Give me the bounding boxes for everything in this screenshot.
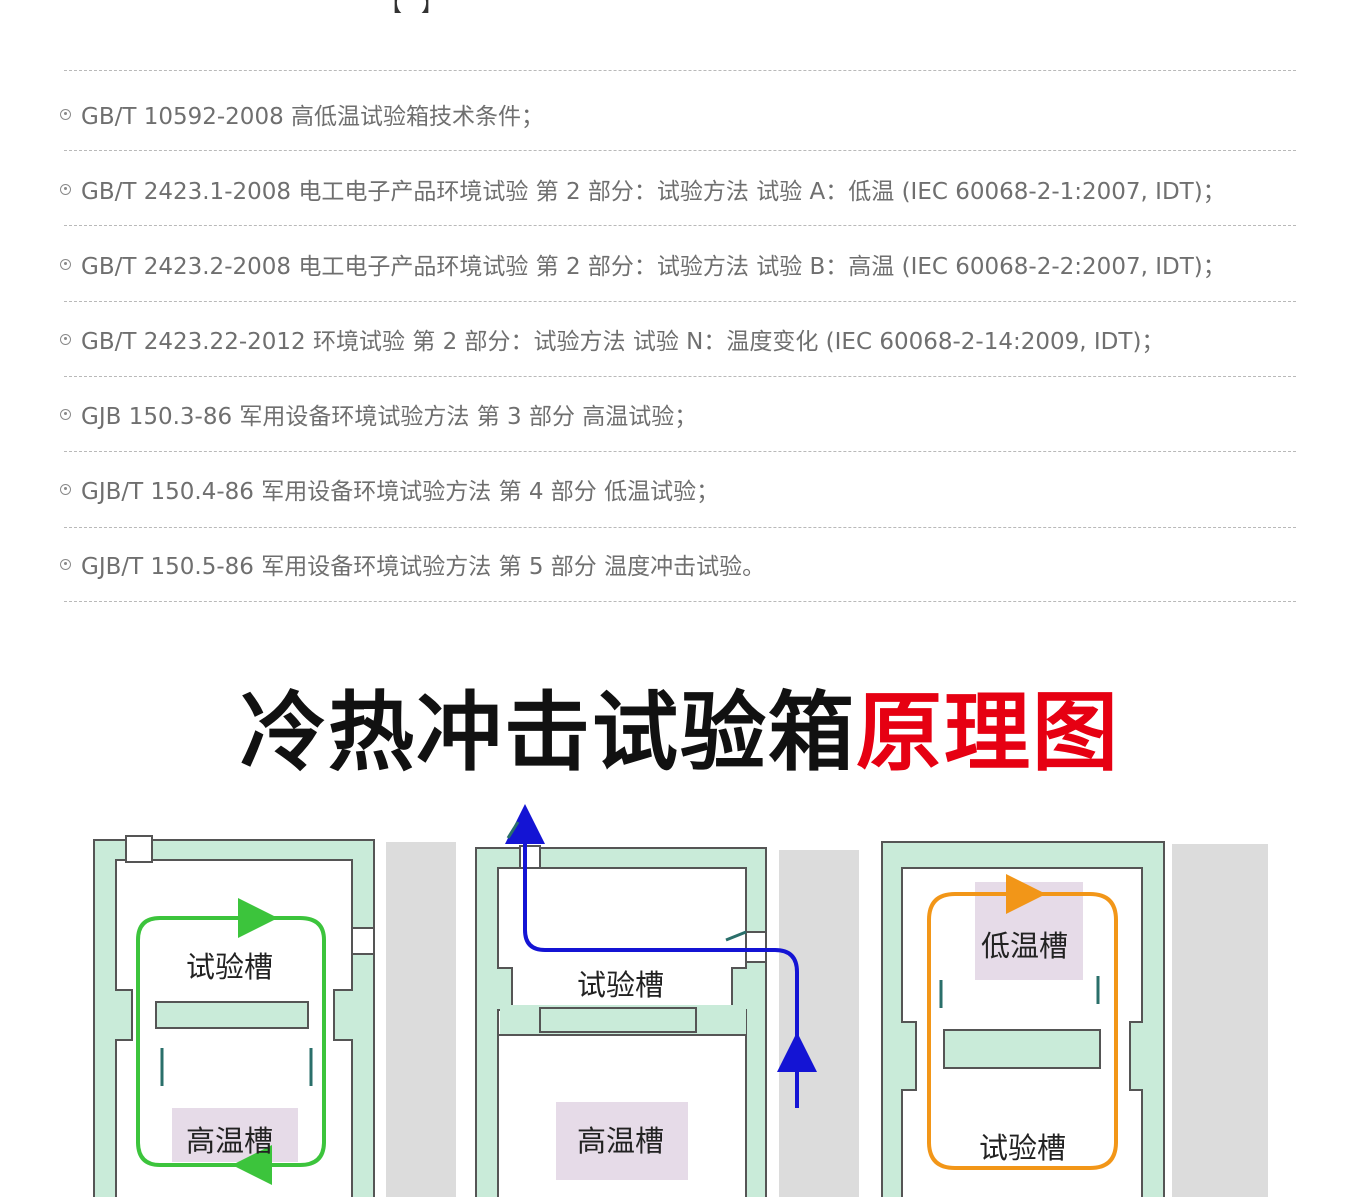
principle-diagram: 试验槽 高温槽 试验槽 高温槽 低温槽 试验槽	[0, 790, 1360, 1197]
orange-flow	[927, 892, 1118, 1170]
divider	[64, 376, 1296, 377]
panel2-upper-label: 试验槽	[577, 968, 665, 1002]
heading-black-part: 冷热冲击试验箱	[240, 683, 856, 783]
damper	[725, 930, 747, 942]
standard-item: GJB 150.3-86 军用设备环境试验方法 第 3 部分 高温试验；	[60, 394, 697, 434]
standard-text: GJB 150.3-86 军用设备环境试验方法 第 3 部分 高温试验；	[81, 404, 698, 430]
side-bar	[779, 850, 859, 1197]
panel-3	[881, 841, 1165, 1197]
standard-text: GB/T 2423.2-2008 电工电子产品环境试验 第 2 部分：试验方法 …	[81, 254, 1226, 280]
heading-red-part: 原理图	[856, 683, 1120, 783]
top-vent	[125, 835, 153, 863]
bullet-icon	[60, 483, 71, 495]
section-heading: 冷热冲击试验箱原理图	[0, 678, 1360, 788]
divider	[64, 451, 1296, 452]
divider	[64, 527, 1296, 528]
standard-text: GJB/T 150.5-86 军用设备环境试验方法 第 5 部分 温度冲击试验。	[81, 554, 766, 580]
standard-item: GJB/T 150.5-86 军用设备环境试验方法 第 5 部分 温度冲击试验。	[60, 544, 765, 584]
bullet-icon	[60, 108, 71, 120]
divider	[64, 225, 1296, 226]
panel-1	[93, 835, 375, 1197]
standard-text: GJB/T 150.4-86 军用设备环境试验方法 第 4 部分 低温试验；	[81, 479, 720, 505]
divider	[64, 150, 1296, 151]
sample-shelf	[943, 1029, 1101, 1069]
standard-text: GB/T 2423.1-2008 电工电子产品环境试验 第 2 部分：试验方法 …	[81, 179, 1226, 205]
bullet-icon	[60, 258, 71, 270]
sample-shelf	[155, 1001, 309, 1029]
standard-item: GB/T 2423.2-2008 电工电子产品环境试验 第 2 部分：试验方法 …	[60, 244, 1226, 284]
divider	[64, 301, 1296, 302]
panel1-upper-label: 试验槽	[186, 950, 274, 984]
side-bar	[386, 842, 456, 1197]
panel2-lower-label: 高温槽	[577, 1124, 665, 1158]
diagram-drawing	[93, 804, 1268, 1197]
panel3-upper-label: 低温槽	[981, 929, 1069, 963]
standard-item: GB/T 10592-2008 高低温试验箱技术条件；	[60, 94, 544, 134]
side-vent	[351, 927, 375, 955]
side-bar	[1172, 844, 1268, 1197]
bullet-icon	[60, 183, 71, 195]
sample-shelf	[539, 1007, 697, 1033]
panel-2	[475, 804, 817, 1197]
standard-item: GB/T 2423.22-2012 环境试验 第 2 部分：试验方法 试验 N：…	[60, 319, 1164, 359]
bullet-icon	[60, 408, 71, 420]
divider	[64, 70, 1296, 71]
bullet-icon	[60, 558, 71, 570]
panel1-lower-label: 高温槽	[186, 1124, 274, 1158]
green-flow	[136, 916, 326, 1167]
side-vent	[745, 931, 767, 963]
panel3-lower-label: 试验槽	[979, 1131, 1067, 1165]
blue-flow	[523, 832, 799, 1108]
standard-text: GB/T 2423.22-2012 环境试验 第 2 部分：试验方法 试验 N：…	[81, 329, 1165, 355]
damper	[506, 821, 520, 839]
standard-text: GB/T 10592-2008 高低温试验箱技术条件；	[81, 104, 545, 130]
label-bg	[556, 1102, 688, 1180]
top-cropped-text: 【 】	[380, 0, 449, 17]
bullet-icon	[60, 333, 71, 345]
divider	[64, 601, 1296, 602]
standard-item: GJB/T 150.4-86 军用设备环境试验方法 第 4 部分 低温试验；	[60, 469, 719, 509]
standard-item: GB/T 2423.1-2008 电工电子产品环境试验 第 2 部分：试验方法 …	[60, 169, 1226, 209]
